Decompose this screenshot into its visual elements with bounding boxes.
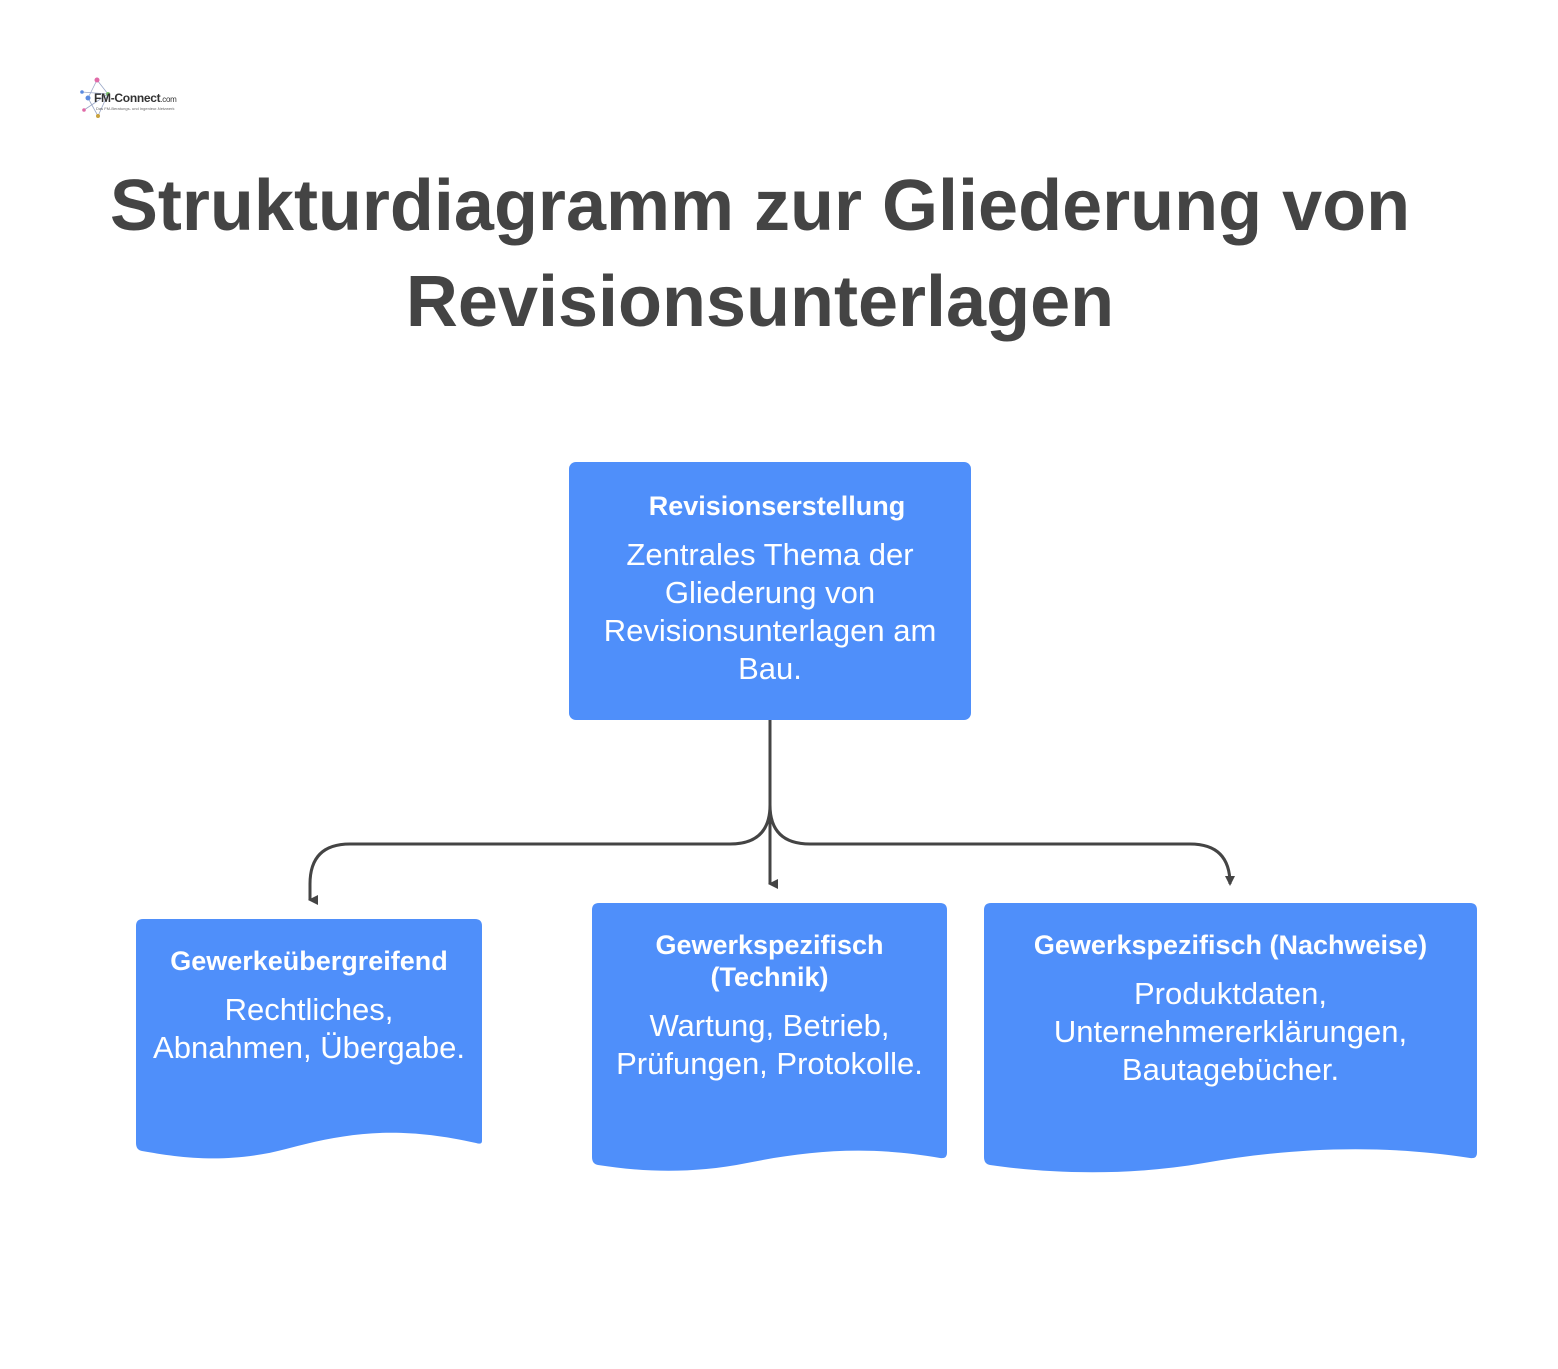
logo-suffix: .com	[160, 95, 177, 104]
document-shape	[592, 903, 947, 1171]
node-gewerkeuebergreifend: Gewerkeübergreifend Rechtliches, Abnahme…	[136, 919, 482, 1161]
network-icon	[80, 77, 110, 118]
node-title: Gewerkspezifisch (Technik)	[655, 930, 884, 992]
node-gewerkspezifisch-technik: Gewerkspezifisch (Technik) Wartung, Betr…	[592, 903, 947, 1175]
logo-tagline: Das FM-Beratungs- und Ingenieur-Netzwerk	[96, 106, 175, 111]
fm-connect-logo: FM-Connect.com Das FM-Beratungs- und Ing…	[80, 76, 177, 120]
node-title: Gewerkeübergreifend	[170, 946, 448, 976]
node-description: Wartung, Betrieb, Prüfungen, Protokolle.	[616, 1008, 923, 1081]
document-shape	[136, 919, 482, 1159]
title-line-1: Strukturdiagramm zur Gliederung von	[109, 166, 1411, 246]
node-title: Revisionserstellung	[648, 491, 906, 521]
node-description: Produktdaten, Unternehmererklärungen, Ba…	[1053, 976, 1408, 1087]
page-title: Strukturdiagramm zur Gliederung von Revi…	[40, 158, 1480, 350]
node-gewerkspezifisch-nachweise: Gewerkspezifisch (Nachweise) Produktdate…	[984, 903, 1477, 1177]
node-title: Gewerkspezifisch (Nachweise)	[1033, 930, 1428, 960]
connector-root-to-right	[768, 720, 1239, 889]
node-description: Rechtliches, Abnahmen, Übergabe.	[153, 992, 465, 1065]
node-description: Zentrales Thema der Gliederung von Revis…	[603, 537, 937, 686]
node-revisionserstellung: Revisionserstellung Zentrales Thema der …	[569, 462, 971, 720]
logo-name: FM-Connect	[94, 91, 161, 105]
title-line-2: Revisionsunterlagen	[405, 262, 1115, 342]
connector-root-to-left	[308, 720, 772, 905]
document-shape	[984, 903, 1477, 1173]
